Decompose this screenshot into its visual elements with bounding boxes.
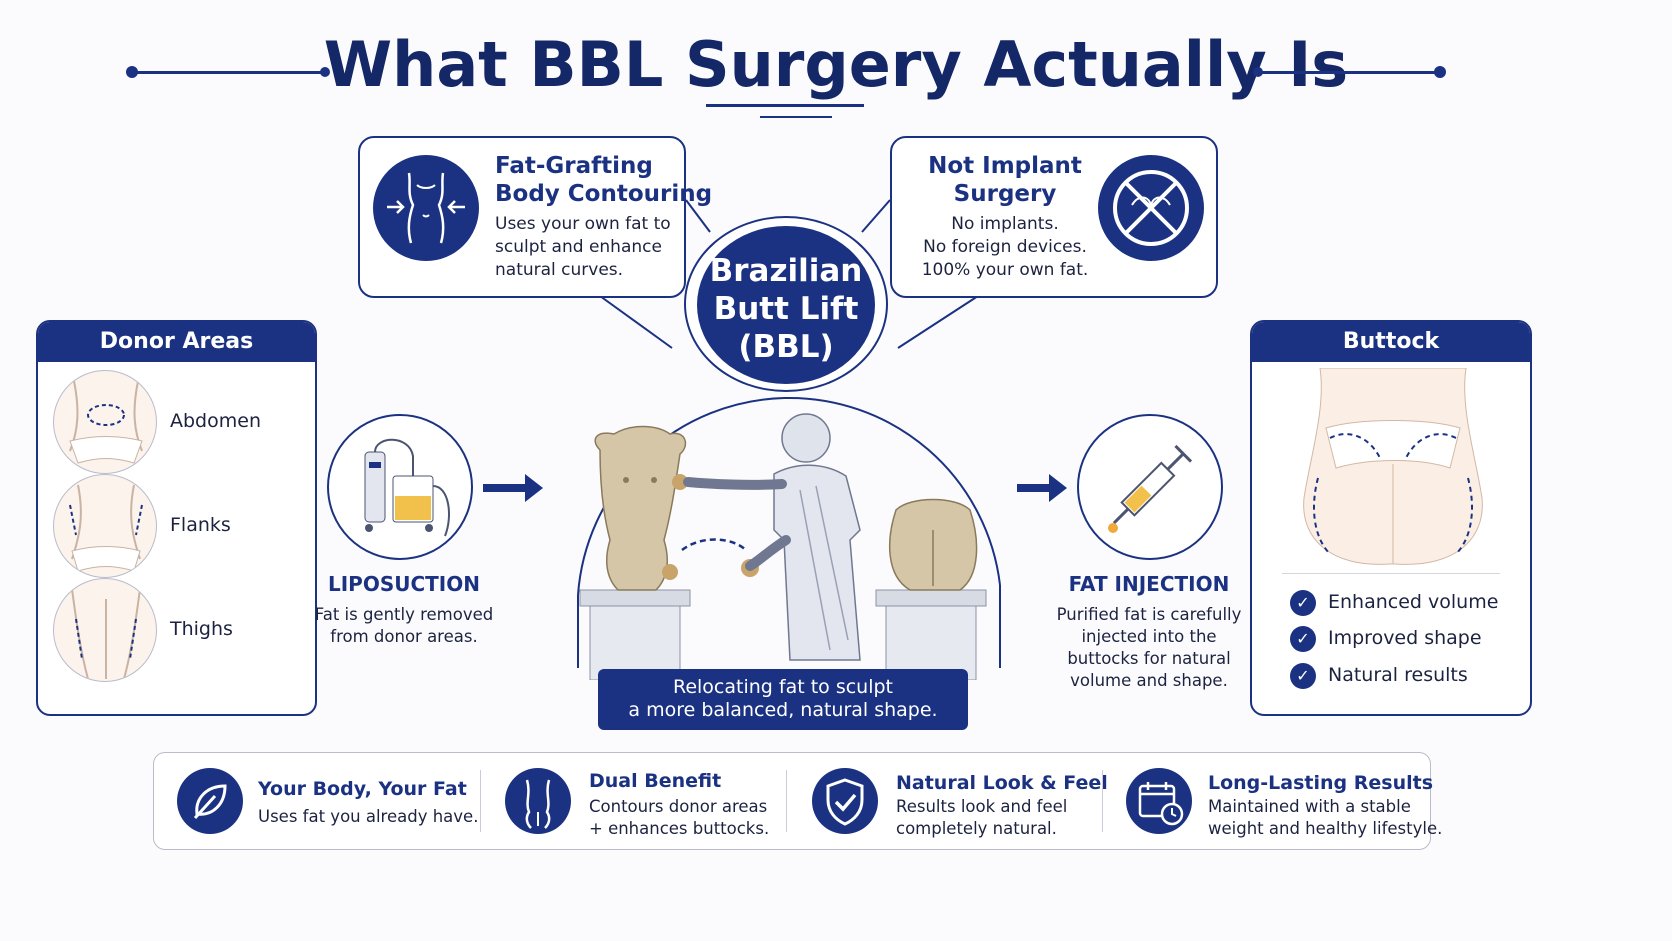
feature-title-1: Your Body, Your Fat <box>258 778 467 800</box>
bbl-center-badge <box>697 226 875 384</box>
buttocks-illustration <box>1303 368 1483 565</box>
title-left-rule <box>132 71 328 74</box>
donor-label-abdomen: Abdomen <box>170 410 261 432</box>
donor-label-thighs: Thighs <box>170 618 233 640</box>
check-icon-3: ✓ <box>1290 663 1316 689</box>
donor-label-flanks: Flanks <box>170 514 231 536</box>
feature-text-2: Contours donor areas+ enhances buttocks. <box>589 797 770 838</box>
check-label-1: Enhanced volume <box>1328 591 1499 613</box>
title-left-inner-dot <box>320 67 330 77</box>
feature-separator-1 <box>480 770 481 832</box>
calendar-clock-icon <box>1126 768 1192 834</box>
torso-contour-icon <box>373 155 479 261</box>
flanks-icon <box>53 474 157 578</box>
abdomen-icon <box>53 370 157 474</box>
thighs-icon <box>53 578 157 682</box>
liposuction-machine-icon <box>327 414 473 560</box>
feature-title-4: Long-Lasting Results <box>1208 772 1434 794</box>
title-underline <box>706 104 864 107</box>
feature-text-1: Uses fat you already have. <box>258 807 479 826</box>
fat-injection-title: FAT INJECTION <box>1068 572 1230 596</box>
arrow-right-icon-2 <box>1017 474 1067 502</box>
title-right-dot <box>1434 66 1446 78</box>
leaf-icon <box>177 768 243 834</box>
not-implant-text: No implants.No foreign devices.100% your… <box>921 214 1089 280</box>
check-label-3: Natural results <box>1328 664 1468 686</box>
arrow-right-icon <box>483 474 543 502</box>
augmentation-header: Buttock Augmentation <box>1252 322 1530 394</box>
feature-separator-3 <box>1102 770 1103 832</box>
augmentation-divider <box>1282 573 1500 574</box>
check-label-2: Improved shape <box>1328 627 1482 649</box>
title-right-rule <box>1258 71 1438 74</box>
feature-title-3: Natural Look & Feel <box>896 772 1108 794</box>
syringe-icon <box>1077 414 1223 560</box>
features-bar <box>153 752 1431 850</box>
title-underline-short <box>760 116 832 118</box>
feature-title-2: Dual Benefit <box>589 770 722 792</box>
donor-areas-header: Donor Areas <box>38 322 315 362</box>
liposuction-title: LIPOSUCTION <box>328 572 480 596</box>
page-title: What BBL Surgery Actually Is <box>323 28 1349 101</box>
check-icon-2: ✓ <box>1290 626 1316 652</box>
check-icon-1: ✓ <box>1290 590 1316 616</box>
shield-check-icon <box>812 768 878 834</box>
no-implant-icon <box>1098 155 1204 261</box>
body-silhouette-icon <box>505 768 571 834</box>
feature-separator-2 <box>786 770 787 832</box>
sculptor-illustration <box>579 413 987 680</box>
